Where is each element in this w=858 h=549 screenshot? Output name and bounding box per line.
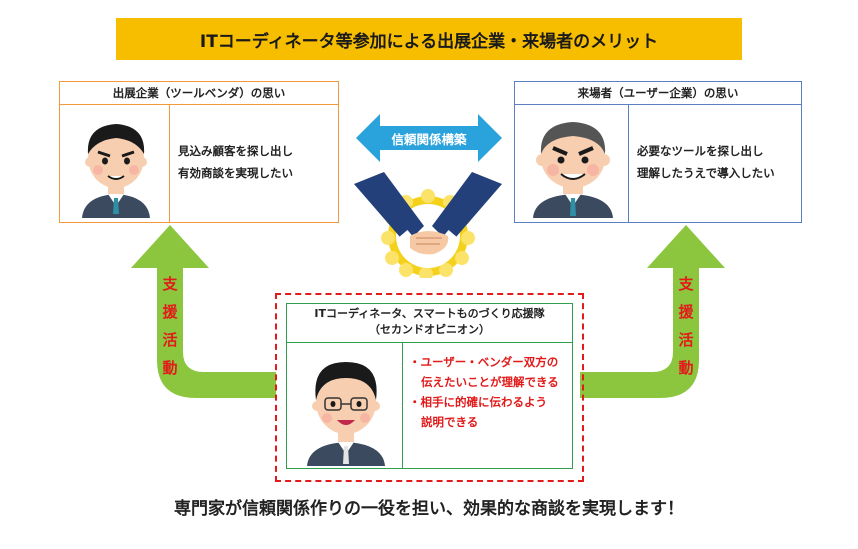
exhibitor-text: 見込み顧客を探し出し 有効商談を実現したい — [178, 144, 293, 180]
visitor-text: 必要なツールを探し出し 理解したうえで導入したい — [637, 144, 775, 180]
trust-arrow — [356, 114, 502, 162]
exhibitor-avatar — [82, 124, 150, 218]
left-support-arrow — [131, 225, 276, 398]
trust-arrow-label: 信頼関係構築 — [391, 132, 467, 147]
exhibitor-panel-heading: 出展企業（ツールベンダ）の思い — [60, 82, 338, 105]
divider — [169, 104, 170, 222]
title-text: ITコーディネータ等参加による出展企業・来場者のメリット — [199, 31, 659, 52]
coordinator-panel: ITコーディネータ、スマートものづくり応援隊 （セカンドオピニオン） ・ユーザー… — [286, 303, 573, 469]
visitor-panel-heading: 来場者（ユーザー企業）の思い — [515, 82, 801, 105]
title-banner: ITコーディネータ等参加による出展企業・来場者のメリット — [116, 18, 742, 60]
handshake-icon — [354, 172, 502, 278]
divider — [402, 342, 403, 468]
right-support-arrow — [580, 225, 725, 398]
bottom-message: 専門家が信頼関係作りの一役を担い、効果的な商談を実現します！ — [174, 499, 684, 519]
coordinator-heading: ITコーディネータ、スマートものづくり応援隊 （セカンドオピニオン） — [287, 304, 572, 343]
coordinator-avatar — [307, 362, 385, 466]
visitor-panel: 来場者（ユーザー企業）の思い 必要なツールを探し出し 理解したうえで導入したい — [514, 81, 802, 223]
coordinator-benefits: ・ユーザー・ベンダー双方の 伝えたいことが理解できる ・相手に的確に伝わるよう … — [409, 355, 559, 429]
exhibitor-panel: 出展企業（ツールベンダ）の思い 見込み顧客を探し出し 有効商談を実現したい — [59, 81, 339, 223]
coordinator-dashed-frame — [275, 293, 584, 482]
support-label-left: 支 援 活 動 — [162, 275, 178, 377]
visitor-avatar — [533, 122, 613, 218]
support-label-right: 支 援 活 動 — [678, 275, 694, 377]
divider — [628, 104, 629, 222]
